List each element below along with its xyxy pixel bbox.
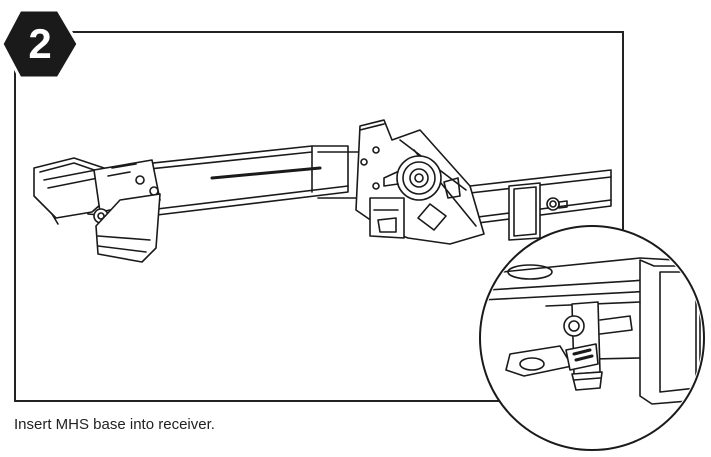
handle-assembly (33, 157, 161, 263)
adjustment-knob (383, 155, 442, 201)
step-number: 2 (28, 20, 52, 67)
detail-closeup (479, 225, 705, 451)
step-caption: Insert MHS base into receiver. (14, 416, 215, 433)
step-badge (0, 8, 80, 80)
